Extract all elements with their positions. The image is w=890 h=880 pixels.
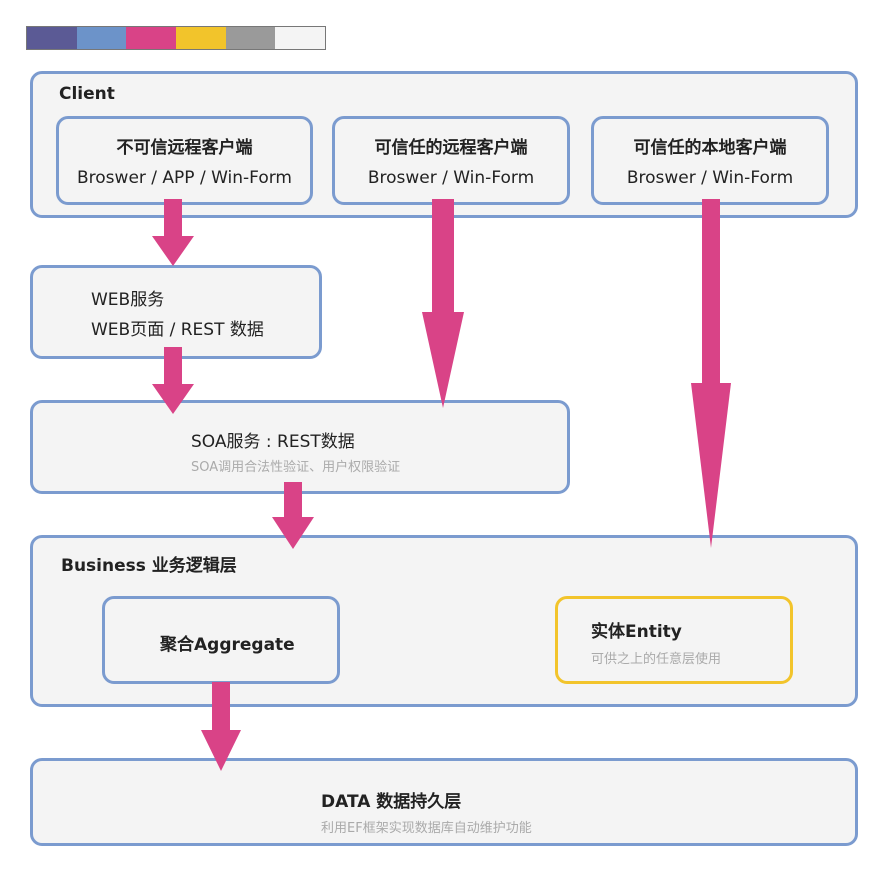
soa-service-box: SOA服务 : REST数据 SOA调用合法性验证、用户权限验证 (30, 400, 570, 494)
palette-swatch (27, 27, 77, 49)
palette-swatch (176, 27, 226, 49)
web-service-title: WEB服务 (91, 290, 165, 310)
trusted-local-client-title: 可信任的本地客户端 (633, 138, 787, 158)
aggregate-title: 聚合Aggregate (160, 635, 295, 655)
trusted-remote-client-title: 可信任的远程客户端 (374, 138, 528, 158)
data-layer-title: DATA 数据持久层 (321, 792, 462, 812)
palette-swatch (126, 27, 177, 49)
palette-swatch (76, 27, 127, 49)
trusted-remote-client-detail: Broswer / Win-Form (367, 168, 535, 188)
business-layer-title: Business 业务逻辑层 (61, 556, 237, 576)
soa-service-subtitle: SOA调用合法性验证、用户权限验证 (191, 460, 401, 475)
untrusted-remote-client-title: 不可信远程客户端 (116, 138, 253, 158)
palette-swatch (275, 27, 326, 49)
data-layer-subtitle: 利用EF框架实现数据库自动维护功能 (321, 821, 532, 836)
entity-box: 实体Entity 可供之上的任意层使用 (555, 596, 793, 684)
entity-title: 实体Entity (591, 622, 682, 642)
arrow-trusted-remote-to-soa (422, 199, 464, 408)
color-palette (26, 26, 326, 50)
trusted-local-client-box: 可信任的本地客户端 Broswer / Win-Form (591, 116, 829, 205)
client-title: Client (59, 84, 115, 104)
web-service-detail: WEB页面 / REST 数据 (91, 320, 264, 340)
untrusted-remote-client-box: 不可信远程客户端 Broswer / APP / Win-Form (56, 116, 313, 205)
palette-swatch (225, 27, 276, 49)
trusted-local-client-detail: Broswer / Win-Form (626, 168, 794, 188)
entity-subtitle: 可供之上的任意层使用 (591, 652, 722, 667)
trusted-remote-client-box: 可信任的远程客户端 Broswer / Win-Form (332, 116, 570, 205)
data-layer-box: DATA 数据持久层 利用EF框架实现数据库自动维护功能 (30, 758, 858, 846)
aggregate-box: 聚合Aggregate (102, 596, 340, 684)
arrow-trusted-local-to-business (691, 199, 731, 548)
untrusted-remote-client-detail: Broswer / APP / Win-Form (77, 168, 292, 188)
soa-service-title: SOA服务 : REST数据 (191, 432, 355, 452)
web-service-box: WEB服务 WEB页面 / REST 数据 (30, 265, 322, 359)
